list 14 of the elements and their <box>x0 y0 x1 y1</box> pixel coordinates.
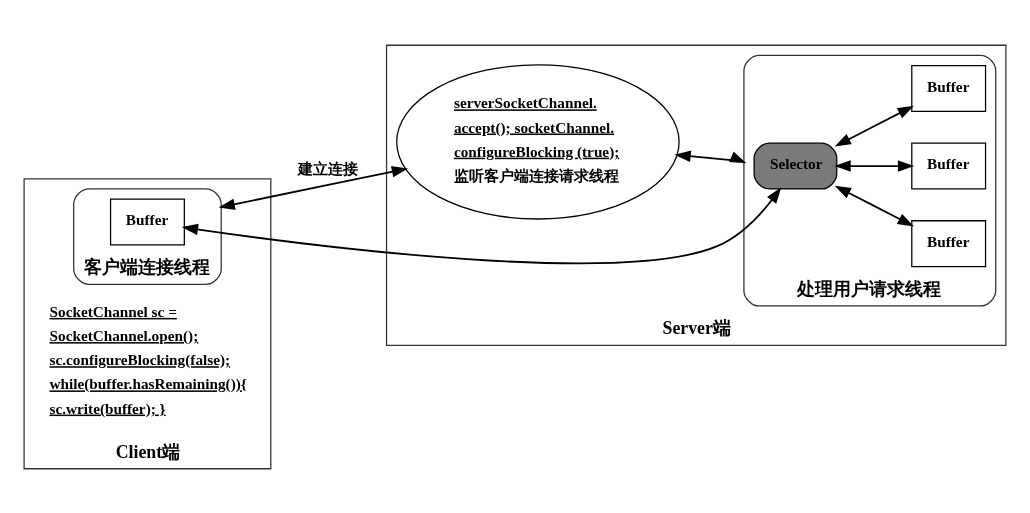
arrow <box>834 105 914 146</box>
arrow <box>181 186 782 264</box>
arrow <box>218 165 409 210</box>
node-box: Buffer <box>911 219 987 267</box>
node-box: Buffer <box>109 198 185 246</box>
node-text: SocketChannel sc = SocketChannel.open(); sc.configureBlocking(false); while(buffer.hasRemaining()){ sc.write(buffer); } <box>49 302 247 417</box>
arrow <box>674 150 747 163</box>
node-box: Buffer <box>911 142 987 190</box>
arrow <box>834 185 914 226</box>
node-box: Buffer <box>911 64 987 112</box>
node-ellipse: serverSocketChannel. accept(); socketChannel. configureBlocking (true); 监听客户端连接请求线程 <box>396 63 680 220</box>
arrow <box>834 159 915 172</box>
node-box: Selector <box>753 142 838 190</box>
edge-label: 建立连接 <box>297 159 358 177</box>
